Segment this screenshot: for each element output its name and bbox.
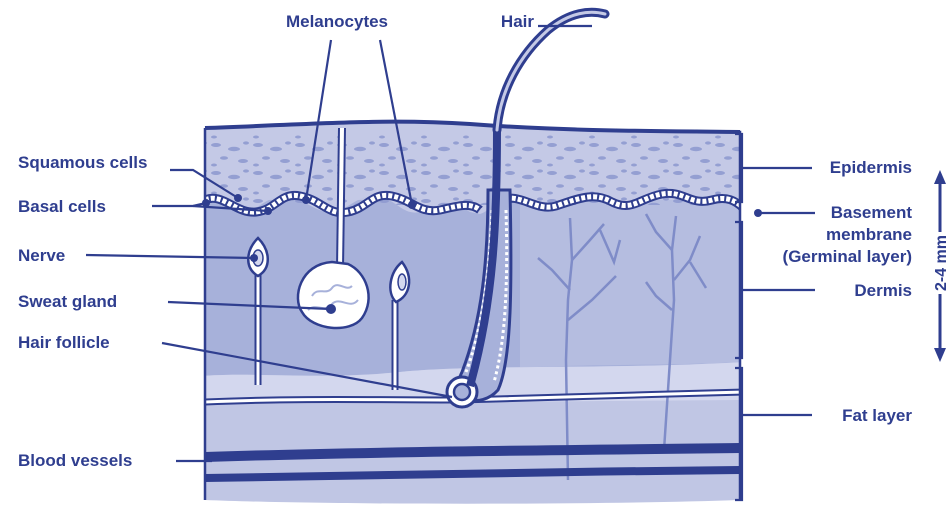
label-epidermis: Epidermis — [830, 158, 912, 177]
label-hair-follicle: Hair follicle — [18, 333, 110, 352]
label-basal-cells: Basal cells — [18, 197, 106, 216]
label-basement-line1: Basement — [831, 203, 913, 222]
skin-cross-section — [200, 120, 745, 510]
label-blood-vessels: Blood vessels — [18, 451, 132, 470]
label-fat-layer: Fat layer — [842, 406, 912, 425]
label-basement-line3: (Germinal layer) — [783, 247, 912, 266]
label-sweat-gland: Sweat gland — [18, 292, 117, 311]
label-thickness: 2-4 mm — [933, 235, 948, 291]
label-dermis: Dermis — [854, 281, 912, 300]
label-basement-line2: membrane — [826, 225, 912, 244]
label-nerve: Nerve — [18, 246, 65, 265]
label-squamous-cells: Squamous cells — [18, 153, 147, 172]
dermis-right-region — [520, 200, 745, 368]
label-melanocytes: Melanocytes — [286, 12, 388, 31]
label-hair: Hair — [501, 12, 534, 31]
